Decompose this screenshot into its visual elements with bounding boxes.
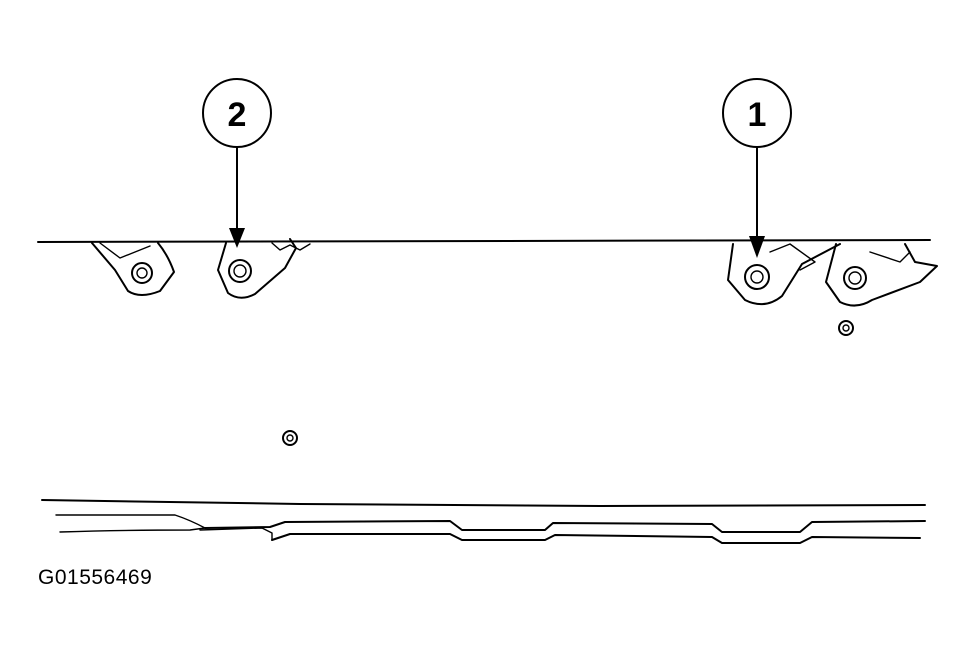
callout-1-arrowhead bbox=[749, 236, 765, 258]
figure-id: G01556469 bbox=[38, 566, 153, 589]
bolt-head-left bbox=[131, 262, 153, 284]
bolt-head-2 bbox=[228, 259, 252, 283]
callout-1: 1 bbox=[722, 78, 792, 258]
callout-2-number: 2 bbox=[228, 96, 247, 134]
lower-rail bbox=[41, 499, 926, 544]
small-nut-right bbox=[838, 320, 854, 336]
bracket-2 bbox=[217, 238, 311, 299]
bolt-head-1 bbox=[744, 264, 770, 290]
bracket-left bbox=[91, 242, 175, 296]
bolt-head-right bbox=[843, 266, 867, 290]
bracket-1 bbox=[727, 243, 841, 306]
callout-2: 2 bbox=[202, 78, 272, 248]
bracket-right bbox=[825, 243, 938, 307]
callout-1-number: 1 bbox=[748, 96, 767, 134]
component-top-edge bbox=[37, 239, 931, 243]
small-nut-left bbox=[282, 430, 298, 446]
callout-2-arrowhead bbox=[229, 228, 245, 248]
